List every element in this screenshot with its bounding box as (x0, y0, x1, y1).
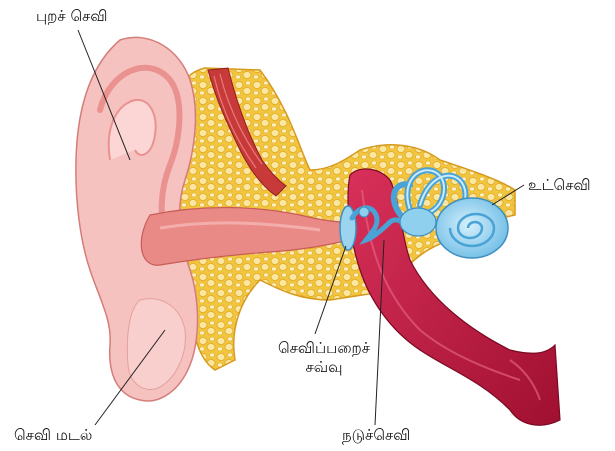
label-ear-lobe: செவி மடல் (14, 426, 92, 445)
label-eardrum-line1: செவிப்பறைச் (268, 339, 380, 358)
label-eardrum: செவிப்பறைச் சவ்வு (268, 339, 380, 377)
cochlea (436, 198, 508, 258)
label-eardrum-line2: சவ்வு (268, 358, 380, 377)
label-inner-ear: உட்செவி (528, 176, 591, 195)
label-outer-ear: புறச் செவி (36, 7, 108, 26)
label-middle-ear: நடுச்செவி (342, 426, 410, 445)
